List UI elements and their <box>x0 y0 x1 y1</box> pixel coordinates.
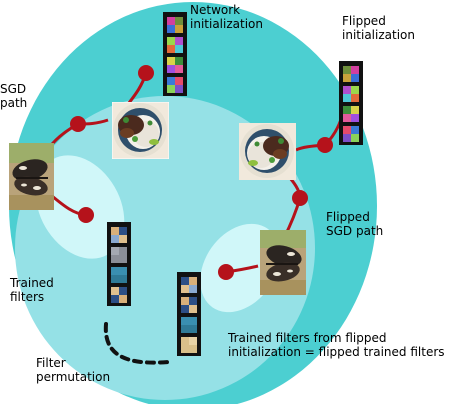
filter-permutation-label: Filter permutation <box>36 356 110 384</box>
trained-filters-line1: Trained <box>10 276 54 290</box>
filter-strip-network-init <box>163 12 187 96</box>
sgd-step-dot <box>70 116 86 132</box>
sgd-path-line2: path <box>0 96 28 110</box>
flipped-sgd-line2: SGD path <box>326 224 384 238</box>
trained-filters-label: Trained filters <box>10 276 54 304</box>
flipped-sgd-step-dot <box>292 190 308 206</box>
filter-permutation-line2: permutation <box>36 370 111 384</box>
sgd-step-dot <box>78 207 94 223</box>
right-minimum-region <box>200 223 280 313</box>
butterfly-image-flipped <box>260 230 306 295</box>
trained-flipped-line1: Trained filters from flipped <box>228 331 387 345</box>
filter-permutation-line1: Filter <box>36 356 66 370</box>
filter-strip-trained-flipped <box>177 272 201 356</box>
butterfly-image-left <box>9 143 54 210</box>
trained-flipped-label: Trained filters from flipped initializat… <box>228 331 445 359</box>
flipped-sgd-line1: Flipped <box>326 210 370 224</box>
flipped-sgd-step-dot <box>218 264 234 280</box>
trained-flipped-line2: initialization = flipped trained filters <box>228 345 445 359</box>
filter-strip-trained <box>107 222 131 306</box>
network-init-label: Network initialization <box>190 3 263 31</box>
network-init-line1: Network <box>190 3 241 17</box>
filter-permutation-arrow <box>103 322 170 365</box>
food-image-left <box>112 102 169 159</box>
sgd-path <box>44 65 154 223</box>
flipped-init-line2: initialization <box>342 28 415 42</box>
sgd-path-label: SGD path <box>0 82 27 110</box>
trained-filters-line2: filters <box>10 290 45 304</box>
filter-strip-flipped-init <box>339 61 363 145</box>
flipped-sgd-path-label: Flipped SGD path <box>326 210 383 238</box>
flipped-init-line1: Flipped <box>342 14 386 28</box>
network-init-line2: initialization <box>190 17 263 31</box>
left-minimum-region <box>35 155 125 259</box>
food-image-flipped <box>239 123 296 180</box>
flipped-init-label: Flipped initialization <box>342 14 415 42</box>
sgd-step-dot <box>138 65 154 81</box>
flipped-sgd-step-dot <box>317 137 333 153</box>
sgd-path-line1: SGD <box>0 82 27 96</box>
